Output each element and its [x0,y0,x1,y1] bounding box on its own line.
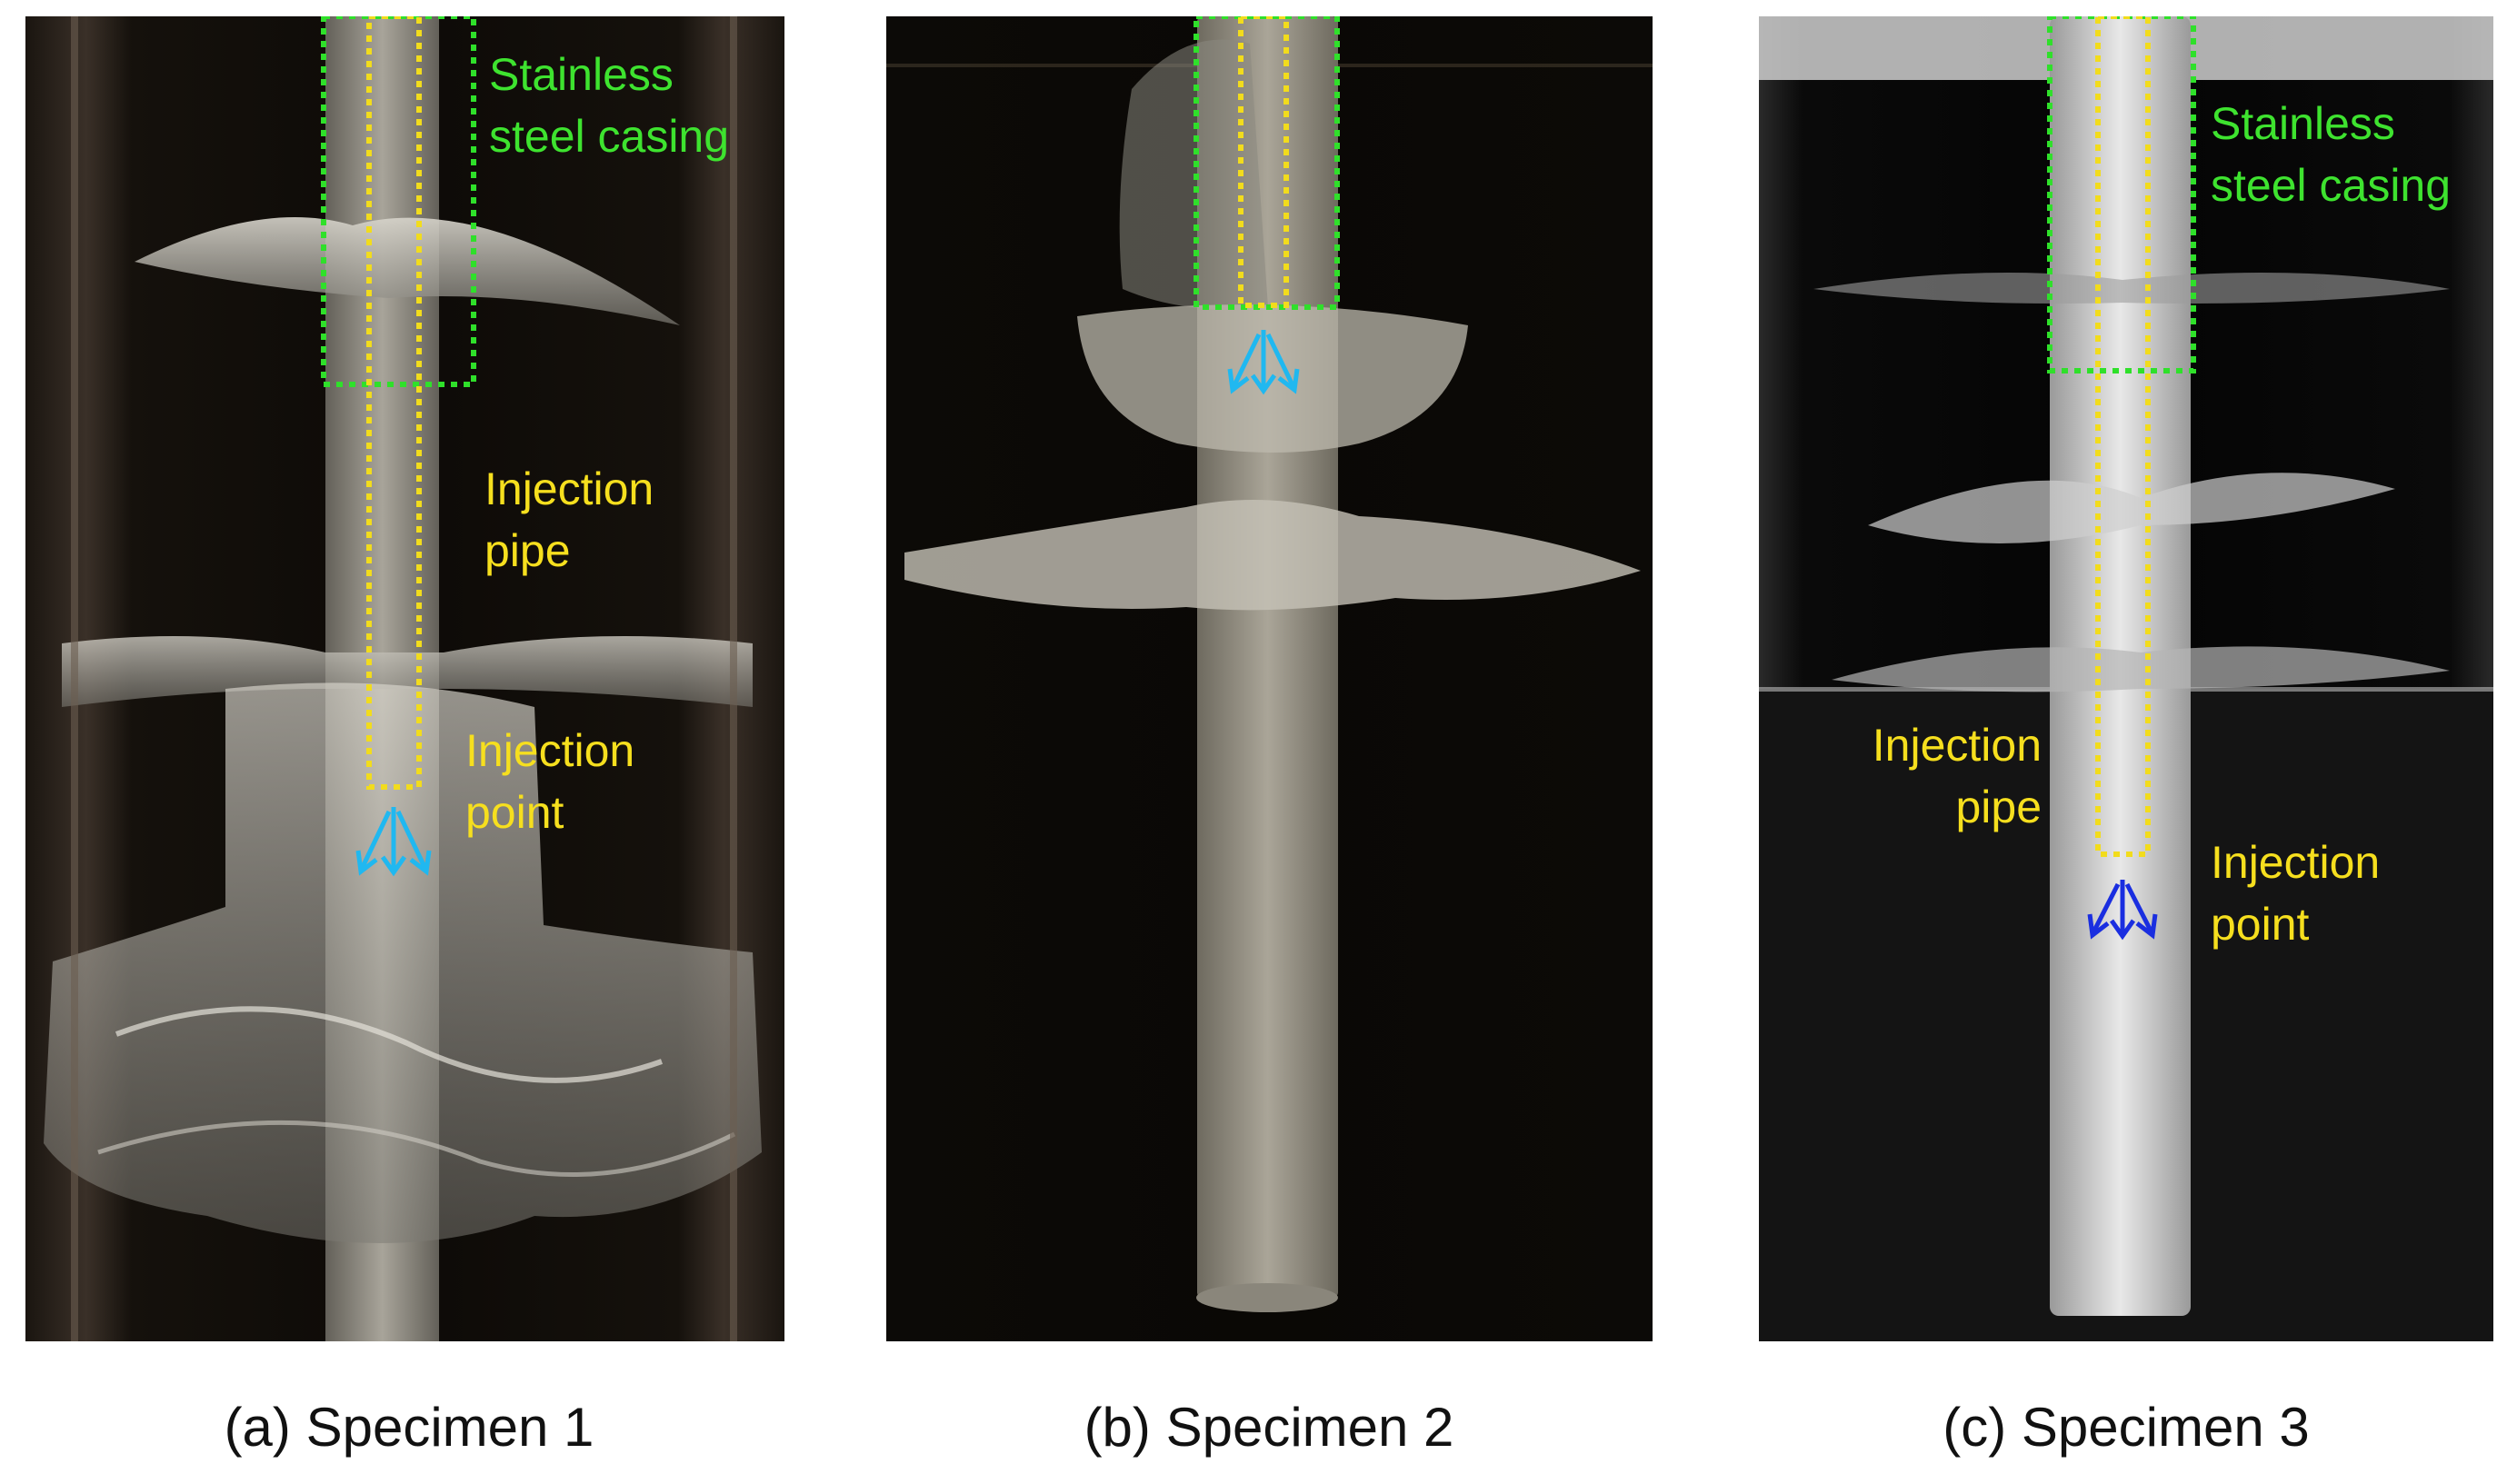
pipe-outline-box [1238,16,1289,308]
label-a-point: Injection point [465,725,635,838]
upper-fracture [135,217,680,325]
label-c-pipe: Injection pipe [1872,720,2042,832]
injection-arrows-icon [2087,880,2158,941]
label-c-point: Injection point [2211,837,2381,950]
caption-specimen-1: (a) Specimen 1 [224,1397,594,1458]
casing-outline-box [1194,16,1340,310]
photo-panel-specimen-3 [1759,16,2493,1341]
casing-outline-box [2047,16,2196,373]
injection-arrows-icon [355,807,432,877]
specimen-3-photo [1759,16,2493,1341]
casing-outline-box [321,16,476,387]
photo-panel-specimen-2 [886,16,1653,1341]
caption-specimen-2: (b) Specimen 2 [1084,1397,1454,1458]
photo-panel-specimen-1 [25,16,784,1341]
label-c-casing: Stainless steel casing [2211,98,2452,211]
specimen-1-photo [25,16,784,1341]
label-a-casing: Stainless steel casing [489,49,730,162]
caption-specimen-3: (c) Specimen 3 [1943,1397,2310,1458]
label-a-pipe: Injection pipe [484,463,654,576]
injection-arrows-icon [1227,330,1300,395]
pipe-outline-box [366,16,422,790]
specimen-2-photo [886,16,1653,1341]
